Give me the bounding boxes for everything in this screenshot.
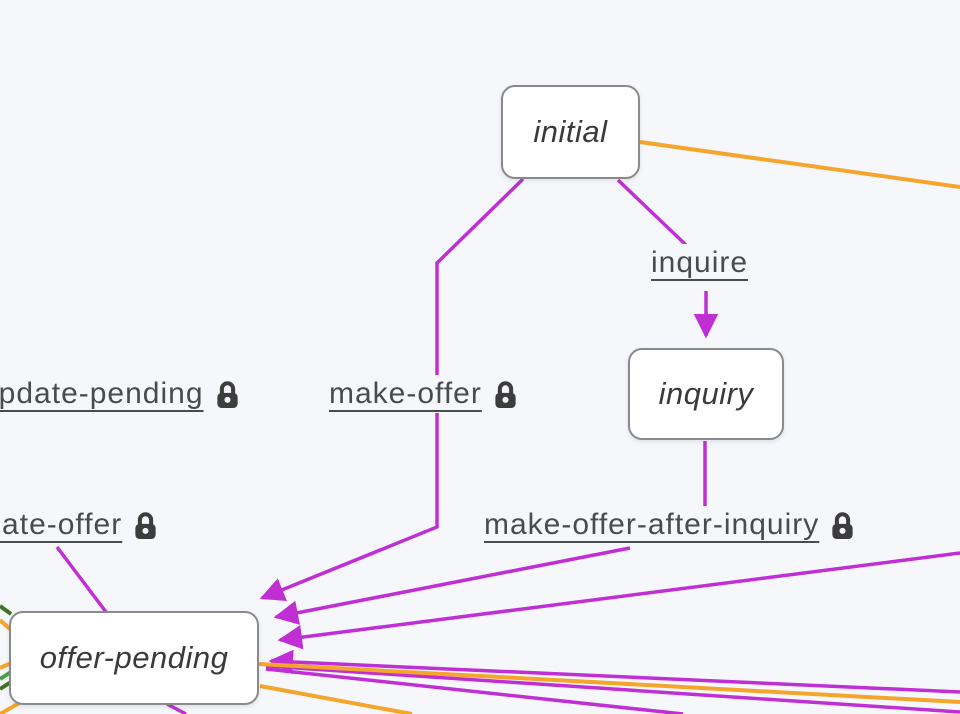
lock-icon [216,380,238,408]
state-node-initial[interactable]: initial [501,85,640,179]
transition-event-name: make-offer [329,377,482,410]
transition-event-name: update-offer [0,508,123,541]
transition-event-name: make-offer-after-inquiry [484,508,820,541]
lock-icon [495,380,516,408]
transition-edge-green-left-stub-top [0,604,13,616]
transition-edge-orange-from-initial [639,140,960,189]
transition-edge-edge-from-right-bottom [265,664,960,714]
transition-edge-orange-node-bottom-right [259,684,413,714]
transition-edge-edge-from-bottom-right [265,667,684,714]
transition-edge-make-offer-after-inquiry-edge [273,546,631,625]
state-node-inquiry[interactable]: inquiry [628,348,784,440]
transition-edge-initial-to-inquire-label [616,178,688,247]
state-node-label: offer-pending [39,640,229,675]
transition-label-make-offer[interactable]: make-offer [324,375,524,413]
transition-edge-edge-from-right-upper [277,551,960,650]
transition-edge-update-offer-edge [55,545,108,614]
transition-label-inquire[interactable]: inquire [646,244,754,282]
state-node-label: inquiry [658,376,754,411]
lock-icon [832,511,853,539]
transition-edge-node-bottom-stub [166,702,187,714]
state-node-offer-pending[interactable]: offer-pending [9,611,259,705]
transition-label-update-offer[interactable]: update-offer [0,506,165,544]
transition-label-make-offer-after-inquiry[interactable]: make-offer-after-inquiry [479,506,862,544]
transition-edge-orange-bundle-right [258,662,960,704]
transition-label-update-pending[interactable]: update-pending [0,375,246,413]
transition-edge-edge-from-right-lower [268,649,960,694]
transition-event-name: inquire [651,246,749,279]
lock-icon [135,511,156,539]
state-node-label: initial [533,114,608,149]
transition-event-name: update-pending [0,377,204,410]
